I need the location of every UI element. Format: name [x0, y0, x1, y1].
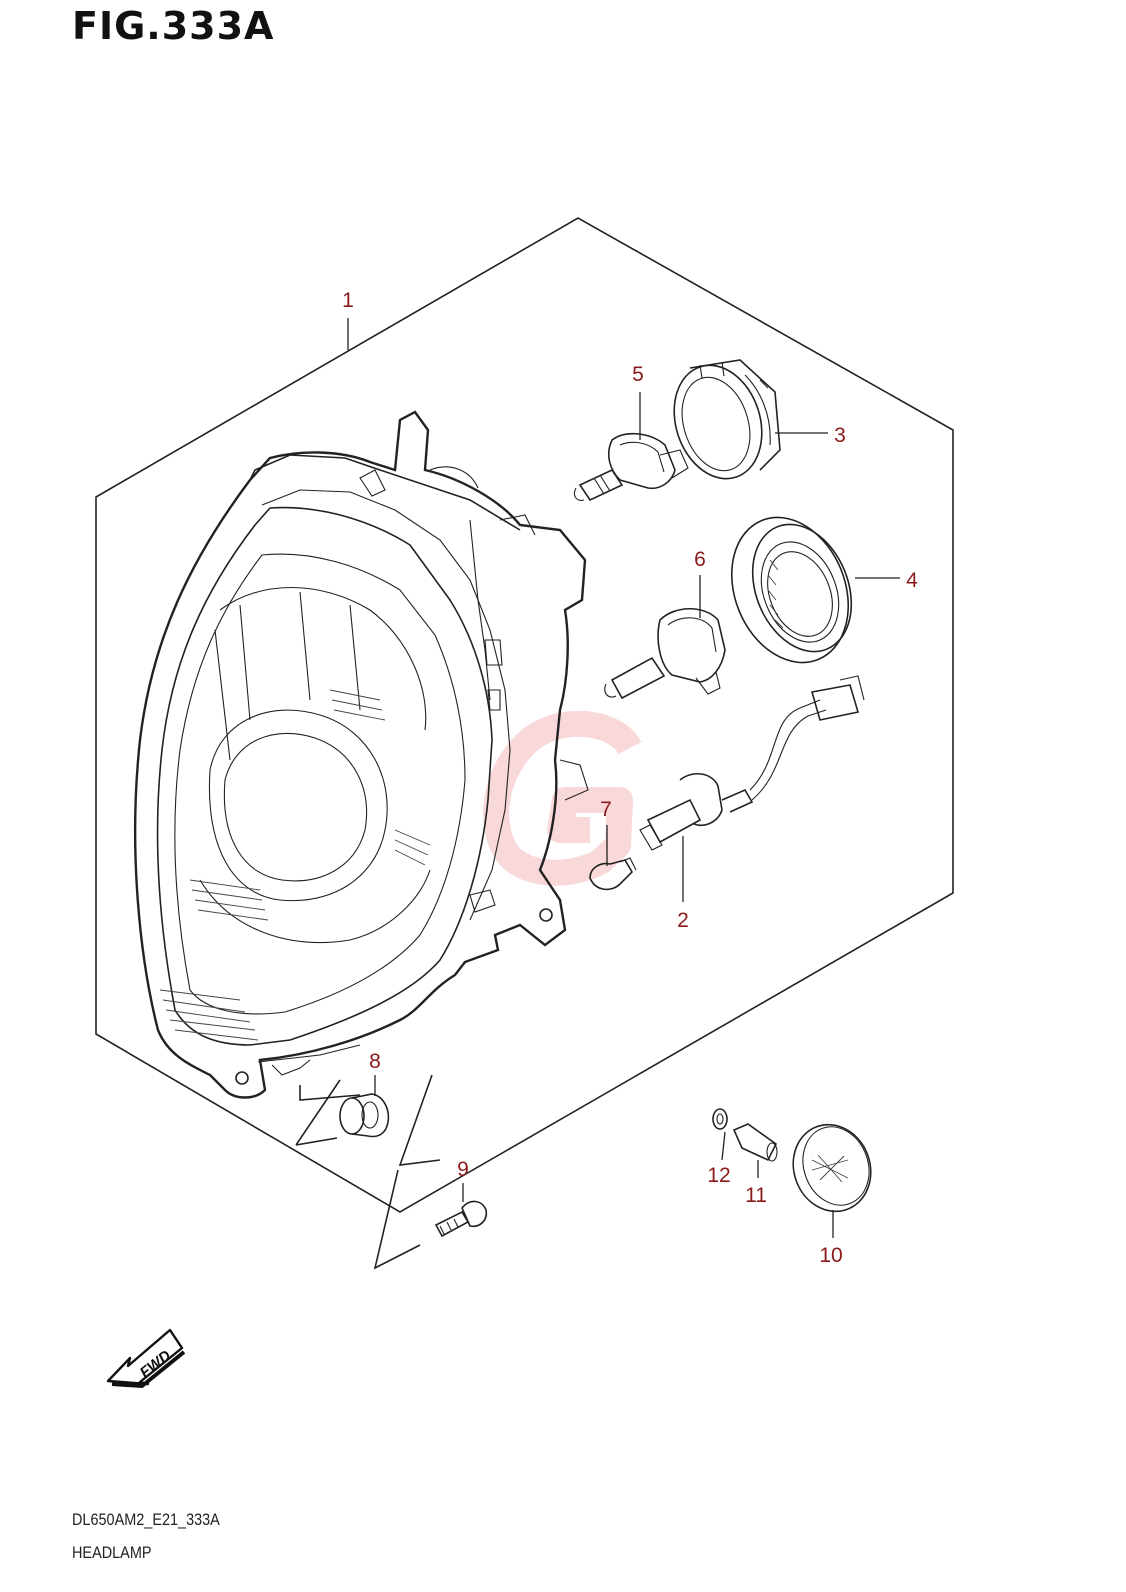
callout-12: 12	[707, 1164, 730, 1187]
rubber-seal-part-4	[730, 516, 853, 664]
callout-5: 5	[632, 363, 644, 386]
callout-9: 9	[457, 1158, 469, 1181]
grommet-part-8	[339, 1093, 390, 1138]
callout-10: 10	[819, 1244, 842, 1267]
break-line-8	[299, 1085, 361, 1101]
break-line-9	[373, 1169, 421, 1270]
callout-6: 6	[694, 548, 706, 571]
break-line-8c	[398, 1074, 441, 1166]
leader-lines	[347, 318, 900, 1238]
figure-name: HEADLAMP	[72, 1543, 152, 1562]
washer-part-12	[712, 1108, 728, 1130]
reflector-part-10	[792, 1123, 872, 1213]
headlamp-housing	[133, 410, 589, 1099]
screw-part-9	[434, 1200, 488, 1238]
bulb-part-6	[604, 608, 726, 700]
callout-4: 4	[906, 569, 918, 592]
figure-code: DL650AM2_E21_333A	[72, 1510, 220, 1529]
callout-1: 1	[342, 289, 354, 312]
callout-11: 11	[745, 1184, 767, 1207]
callout-labels: 1 2 3 4 5 6 7 8 9 10 11 12	[342, 289, 918, 1267]
bulb-part-7	[589, 857, 637, 891]
callout-7: 7	[600, 798, 612, 821]
callout-8: 8	[369, 1050, 381, 1073]
callout-2: 2	[677, 909, 689, 932]
retainer-ring-part-3	[673, 359, 781, 480]
callout-3: 3	[834, 424, 846, 447]
bulb-part-5	[573, 432, 689, 502]
fwd-arrow-icon: FWD	[106, 1328, 186, 1389]
figure-title: FIG.333A	[72, 4, 275, 48]
assembly-outline	[95, 217, 954, 1213]
break-line-8b	[295, 1079, 341, 1146]
spacer-part-11	[732, 1123, 778, 1162]
socket-harness-part-2	[639, 675, 865, 851]
watermark-logo	[483, 710, 642, 886]
